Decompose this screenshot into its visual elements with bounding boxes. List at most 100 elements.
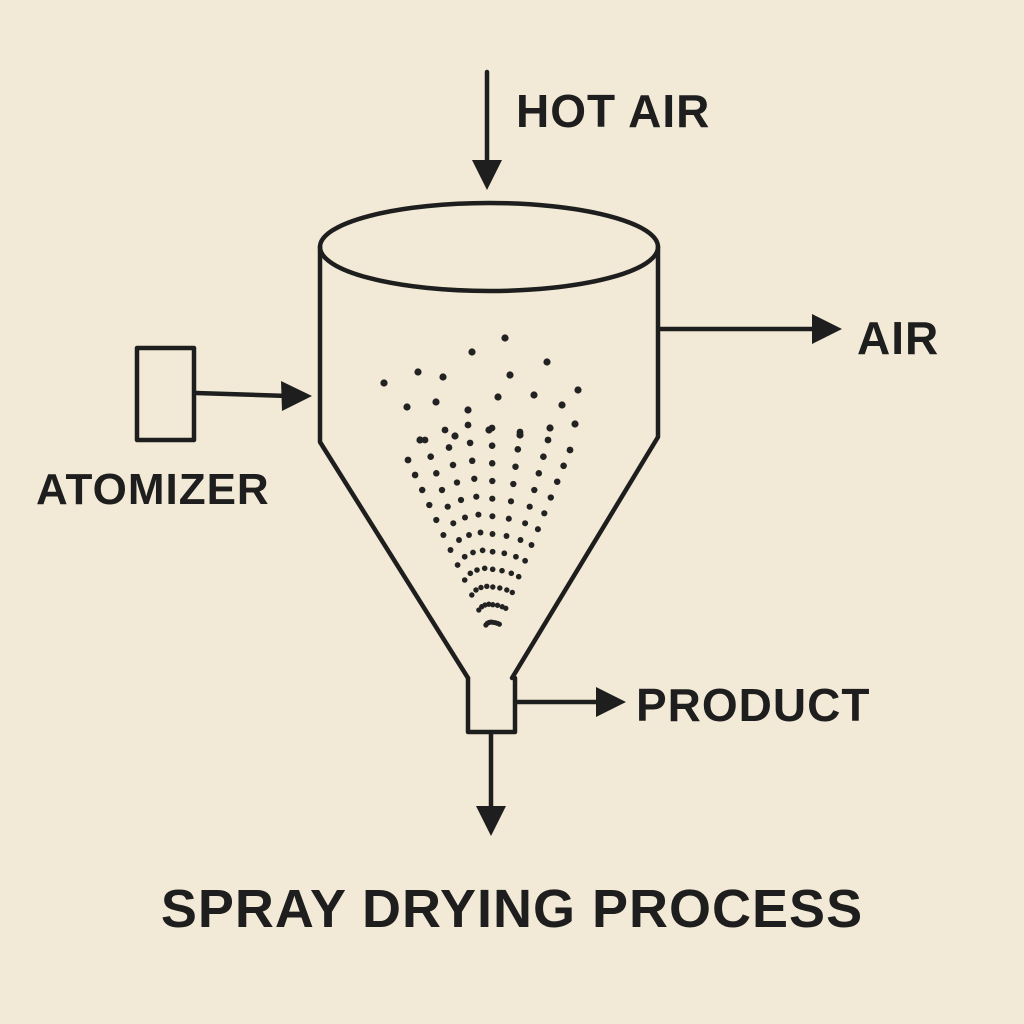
spray-droplet: [445, 444, 453, 451]
spray-droplet: [414, 368, 422, 376]
spray-droplets: [380, 334, 582, 628]
spray-droplet: [441, 426, 449, 434]
spray-droplet: [404, 456, 412, 464]
spray-droplet: [517, 537, 524, 543]
spray-droplet: [473, 493, 480, 500]
spray-droplet: [451, 432, 459, 440]
spray-droplet: [488, 442, 496, 450]
atomizer-label: ATOMIZER: [36, 465, 270, 514]
spray-droplet: [497, 585, 503, 591]
spray-droplet: [558, 401, 566, 409]
spray-droplet: [418, 486, 426, 494]
spray-droplet: [438, 486, 446, 494]
spray-droplet: [515, 573, 522, 580]
spray-droplet: [464, 406, 472, 414]
spray-droplet: [484, 583, 490, 590]
spray-droplet: [439, 373, 447, 381]
hot-air-arrow: [472, 69, 502, 190]
spray-droplet: [461, 577, 468, 583]
spray-droplet: [566, 446, 574, 454]
outlet-down-arrow: [476, 731, 506, 836]
spray-droplet: [503, 533, 510, 539]
spray-droplet: [494, 602, 501, 608]
spray-droplet: [560, 462, 567, 470]
spray-droplet: [505, 515, 512, 522]
drying-chamber: [317, 200, 661, 681]
spray-droplet: [416, 436, 424, 444]
spray-droplet: [489, 513, 496, 520]
spray-droplet: [508, 570, 515, 577]
spray-droplet: [471, 475, 478, 482]
spray-droplet: [481, 565, 488, 572]
product-arrow: [514, 687, 626, 717]
spray-droplet: [447, 547, 454, 553]
spray-droplet: [544, 436, 552, 444]
spray-droplet: [486, 601, 492, 607]
spray-droplet: [501, 334, 509, 342]
spray-droplet: [440, 531, 447, 539]
spray-droplet: [512, 463, 519, 470]
spray-droplet: [510, 480, 517, 488]
hot-air-label: HOT AIR: [516, 85, 710, 137]
diagram-title: SPRAY DRYING PROCESS: [161, 879, 863, 939]
spray-droplet: [574, 386, 582, 394]
spray-droplet: [514, 445, 522, 453]
spray-droplet: [503, 605, 509, 611]
air-outlet-arrow: [657, 314, 842, 344]
spray-droplet: [541, 510, 548, 517]
spray-droplet: [444, 503, 451, 510]
spray-droplet: [499, 567, 505, 574]
spray-droplet: [454, 562, 461, 568]
spray-droplet: [540, 453, 547, 461]
spray-droplet: [469, 592, 475, 598]
spray-droplet: [468, 348, 476, 356]
spray-droplet: [531, 486, 538, 494]
spray-droplet: [488, 460, 496, 467]
spray-droplet: [547, 494, 554, 501]
spray-droplet: [475, 511, 482, 518]
spray-droplet: [403, 403, 411, 411]
atomizer-box: [134, 345, 197, 443]
spray-droplet: [467, 570, 474, 577]
spray-droplet: [489, 531, 496, 537]
atomizer-arrow: [193, 381, 312, 411]
spray-droplet: [522, 557, 528, 564]
spray-droplet: [426, 501, 433, 509]
spray-droplet: [553, 478, 561, 485]
spray-droplet: [461, 553, 468, 560]
spray-droplet: [526, 503, 533, 510]
spray-droplet: [507, 498, 515, 505]
spray-droplet: [473, 587, 479, 593]
spray-droplet: [464, 421, 472, 429]
spray-droplet: [546, 424, 554, 432]
spray-droplet: [485, 426, 493, 434]
spray-droplet: [470, 549, 476, 556]
spray-droplet: [453, 479, 461, 486]
air-label: AIR: [857, 312, 939, 364]
spray-droplet: [478, 584, 484, 591]
spray-droplet: [489, 495, 496, 502]
spray-droplet: [543, 358, 551, 366]
spray-droplet: [571, 420, 579, 428]
product-outlet: [465, 675, 518, 735]
spray-droplet: [490, 584, 496, 590]
spray-droplet: [456, 537, 462, 543]
spray-droplet: [433, 470, 440, 477]
product-label: PRODUCT: [636, 679, 870, 731]
spray-droplet: [489, 477, 496, 485]
spray-droplet: [427, 453, 435, 461]
spray-droplet: [494, 393, 502, 401]
spray-droplet: [534, 526, 541, 533]
spray-droplet: [509, 589, 516, 596]
spray-droplet: [522, 520, 529, 527]
spray-droplet: [421, 436, 429, 444]
spray-droplet: [474, 567, 480, 573]
spray-droplet: [530, 391, 538, 399]
spray-droplet: [457, 496, 465, 504]
spray-droplet: [489, 548, 496, 555]
spray-droplet: [506, 371, 514, 379]
spray-droplet: [411, 471, 419, 479]
spray-droplet: [477, 529, 484, 536]
spray-droplet: [504, 587, 510, 593]
